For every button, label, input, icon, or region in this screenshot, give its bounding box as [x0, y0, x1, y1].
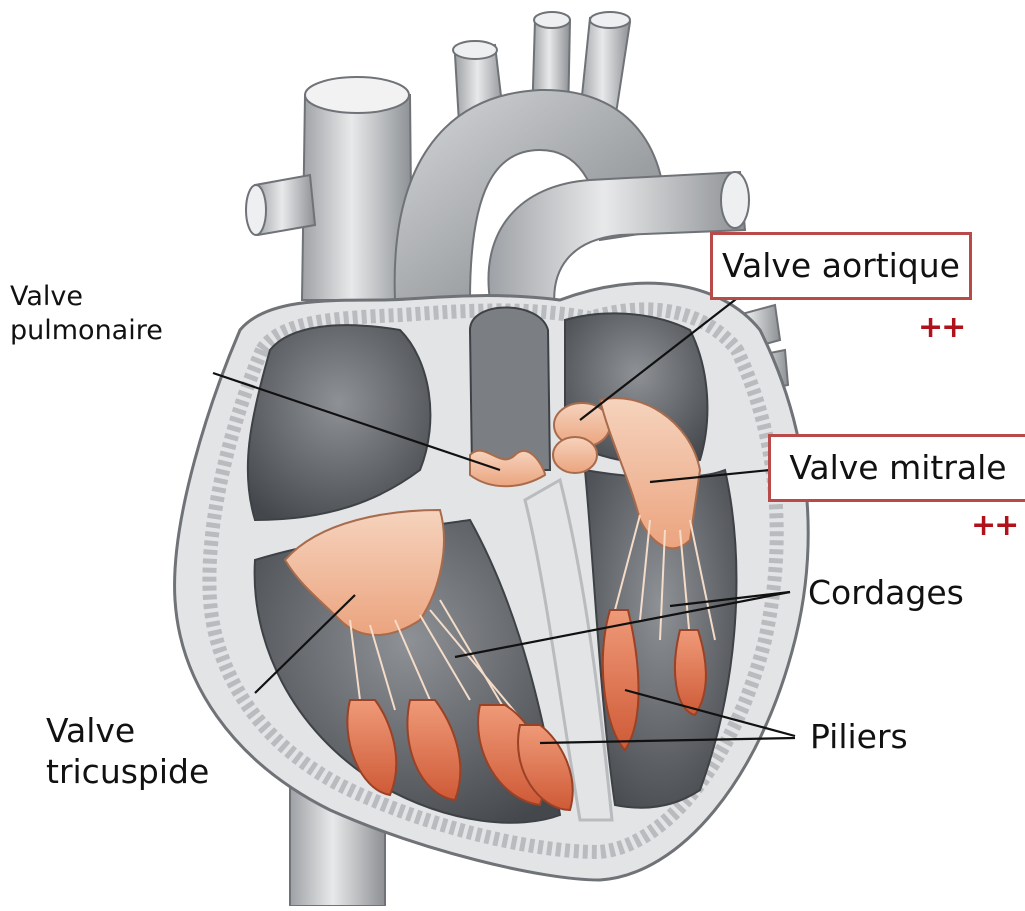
- aortic-root: [470, 308, 550, 471]
- pulmonary-veins-right: [246, 175, 315, 235]
- label-pillars: Piliers: [810, 716, 908, 757]
- mitral-valve-marker: ++: [971, 508, 1017, 543]
- label-tricuspid-valve: Valve tricuspide: [46, 710, 209, 793]
- label-pulmonary-valve-line2: pulmonaire: [10, 314, 163, 348]
- label-mitral-valve: Valve mitrale: [768, 434, 1025, 502]
- label-pulmonary-valve-line1: Valve: [10, 280, 163, 314]
- label-chordae: Cordages: [808, 572, 964, 613]
- label-pulmonary-valve: Valve pulmonaire: [10, 280, 163, 348]
- label-mitral-valve-text: Valve mitrale: [789, 447, 1006, 488]
- label-tricuspid-valve-line1: Valve: [46, 710, 209, 751]
- label-aortic-valve-text: Valve aortique: [722, 245, 960, 286]
- aortic-valve-marker: ++: [918, 310, 964, 345]
- label-tricuspid-valve-line2: tricuspide: [46, 751, 209, 792]
- label-aortic-valve: Valve aortique: [710, 232, 972, 300]
